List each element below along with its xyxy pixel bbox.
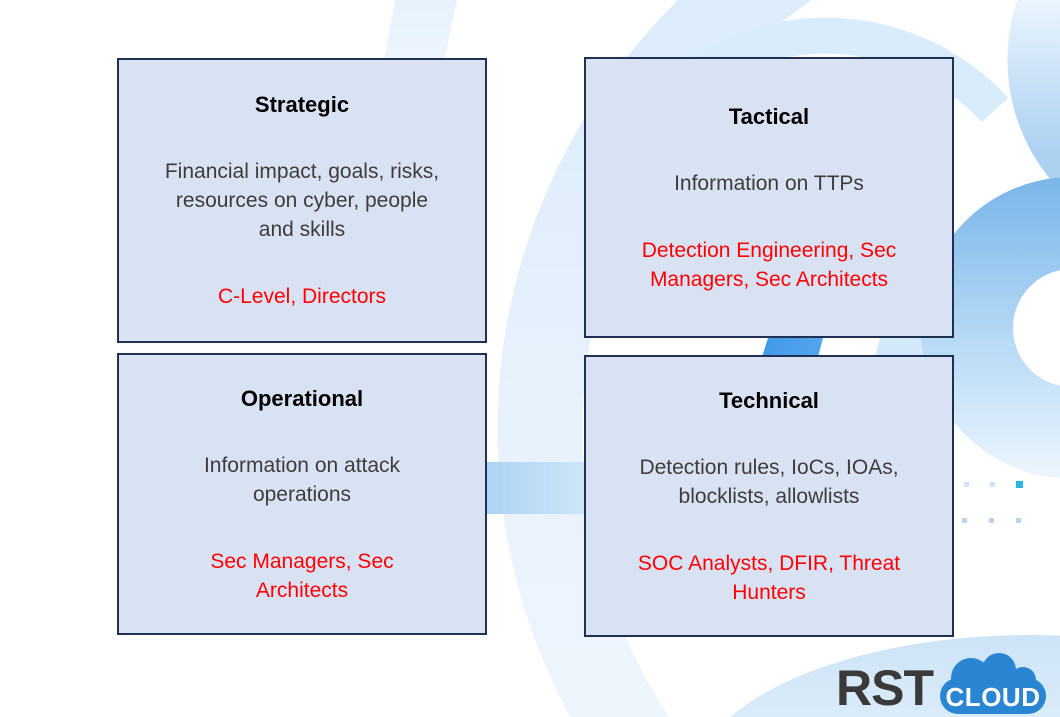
bg-arc-top-center bbox=[679, 17, 1009, 123]
box-title: Strategic bbox=[254, 92, 350, 117]
logo-cloud-label: CLOUD bbox=[946, 682, 1041, 712]
tactical-box: Tactical Information on TTPs Detection E… bbox=[584, 57, 954, 338]
decorative-dots bbox=[962, 481, 1023, 523]
box-audience: C-Level, Directors bbox=[217, 285, 387, 308]
rst-cloud-logo: RST CLOUD bbox=[836, 652, 1051, 716]
bg-donut-hole bbox=[1014, 271, 1060, 385]
strategic-box: Strategic Financial impact, goals, risks… bbox=[117, 58, 487, 343]
box-description: Financial impact, goals, risks, resource… bbox=[164, 160, 440, 241]
box-audience: Sec Managers, Sec Architects bbox=[210, 549, 394, 602]
box-title: Technical bbox=[719, 387, 819, 413]
logo-text-rst: RST bbox=[836, 660, 934, 716]
box-description: Information on attack operations bbox=[203, 453, 401, 506]
box-title: Operational bbox=[240, 385, 364, 411]
cloud-icon: CLOUD bbox=[940, 653, 1046, 714]
box-description: Detection rules, IoCs, IOAs, blocklists,… bbox=[639, 455, 899, 508]
box-audience: Detection Engineering, Sec Managers, Sec… bbox=[641, 238, 897, 291]
technical-box: Technical Detection rules, IoCs, IOAs, b… bbox=[584, 355, 954, 637]
bg-arc-large bbox=[497, 0, 813, 717]
box-audience: SOC Analysts, DFIR, Threat Hunters bbox=[637, 551, 901, 604]
operational-box: Operational Information on attack operat… bbox=[117, 353, 487, 635]
box-description: Information on TTPs bbox=[674, 171, 864, 195]
bg-donut-right bbox=[921, 177, 1060, 479]
box-title: Tactical bbox=[728, 103, 810, 129]
bg-ring-fragment-right bbox=[875, 338, 935, 357]
bg-arc-topright-corner bbox=[1007, 0, 1060, 191]
bg-ring-fragment-left bbox=[762, 338, 823, 357]
